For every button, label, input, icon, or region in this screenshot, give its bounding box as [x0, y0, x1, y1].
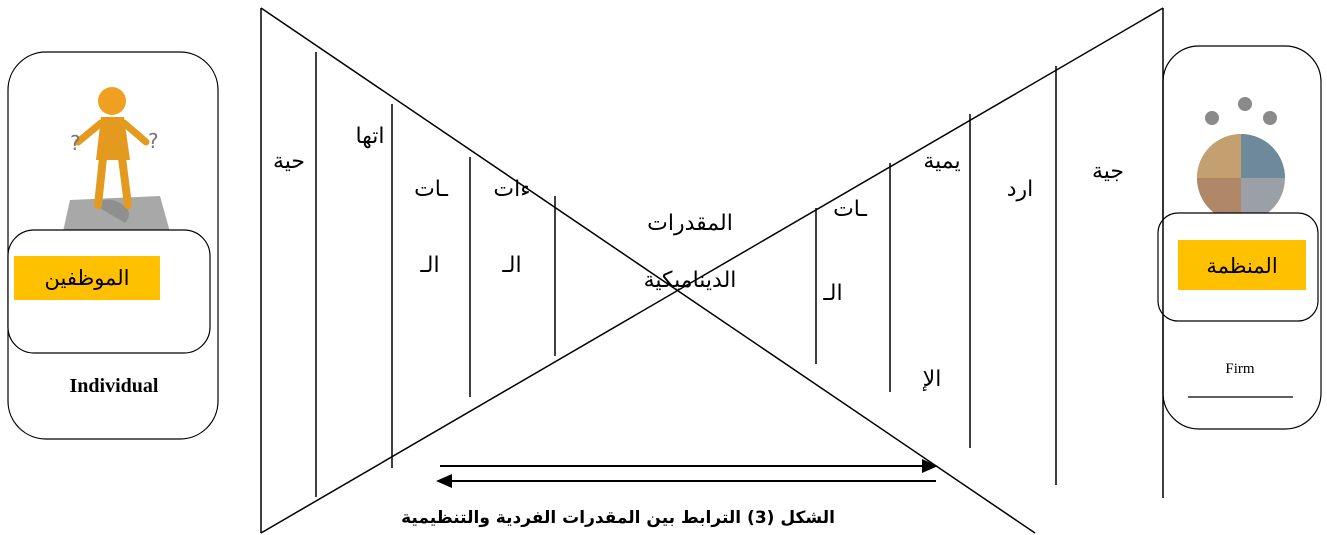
diagonal-down — [260, 7, 1036, 534]
arrow-left-head — [436, 474, 452, 488]
right-fragment-4: الإ — [923, 367, 942, 392]
individual-panel: ? ? الموظفين Individual — [7, 51, 219, 440]
firm-badge — [1178, 240, 1306, 290]
left-fragment-2: اتها — [355, 124, 384, 149]
right-fragment-1: ـات — [833, 197, 867, 222]
individual-english-label: Individual — [70, 375, 159, 397]
firm-english-label: Firm — [1225, 361, 1255, 377]
figure-caption: الشكل (3) الترابط بين المقدرات الفردية و… — [401, 508, 835, 528]
individual-badge — [14, 256, 160, 300]
left-fragment-1: حية — [273, 149, 305, 174]
left-fragment-5: ءات — [493, 177, 530, 202]
svg-text:?: ? — [70, 131, 81, 155]
right-fragment-6: جية — [1092, 159, 1124, 184]
bidirectional-arrows — [436, 459, 938, 488]
firm-badge-label: المنظمة — [1206, 254, 1277, 278]
diagonal-up — [260, 7, 1164, 534]
individual-badge-label: الموظفين — [45, 266, 130, 290]
right-fragment-3: يمية — [923, 149, 960, 174]
left-fragment-3: ـات — [414, 177, 448, 202]
person-on-puzzle-icon: ? ? — [62, 87, 170, 236]
puzzle-sphere-icon — [1197, 97, 1285, 222]
svg-text:?: ? — [148, 129, 159, 153]
arrow-right-head — [922, 459, 938, 473]
firm-panel: المنظمة Firm — [1157, 45, 1322, 430]
center-title-line-1: المقدرات — [647, 211, 733, 236]
bowtie-shape — [260, 7, 1164, 534]
right-fragment-2: الـ — [822, 281, 842, 306]
left-fragment-6: الـ — [501, 253, 521, 278]
center-title-line-2: الديناميكية — [644, 268, 737, 293]
right-fragment-5: ارد — [1007, 177, 1034, 202]
left-fragment-4: الـ — [419, 253, 439, 278]
